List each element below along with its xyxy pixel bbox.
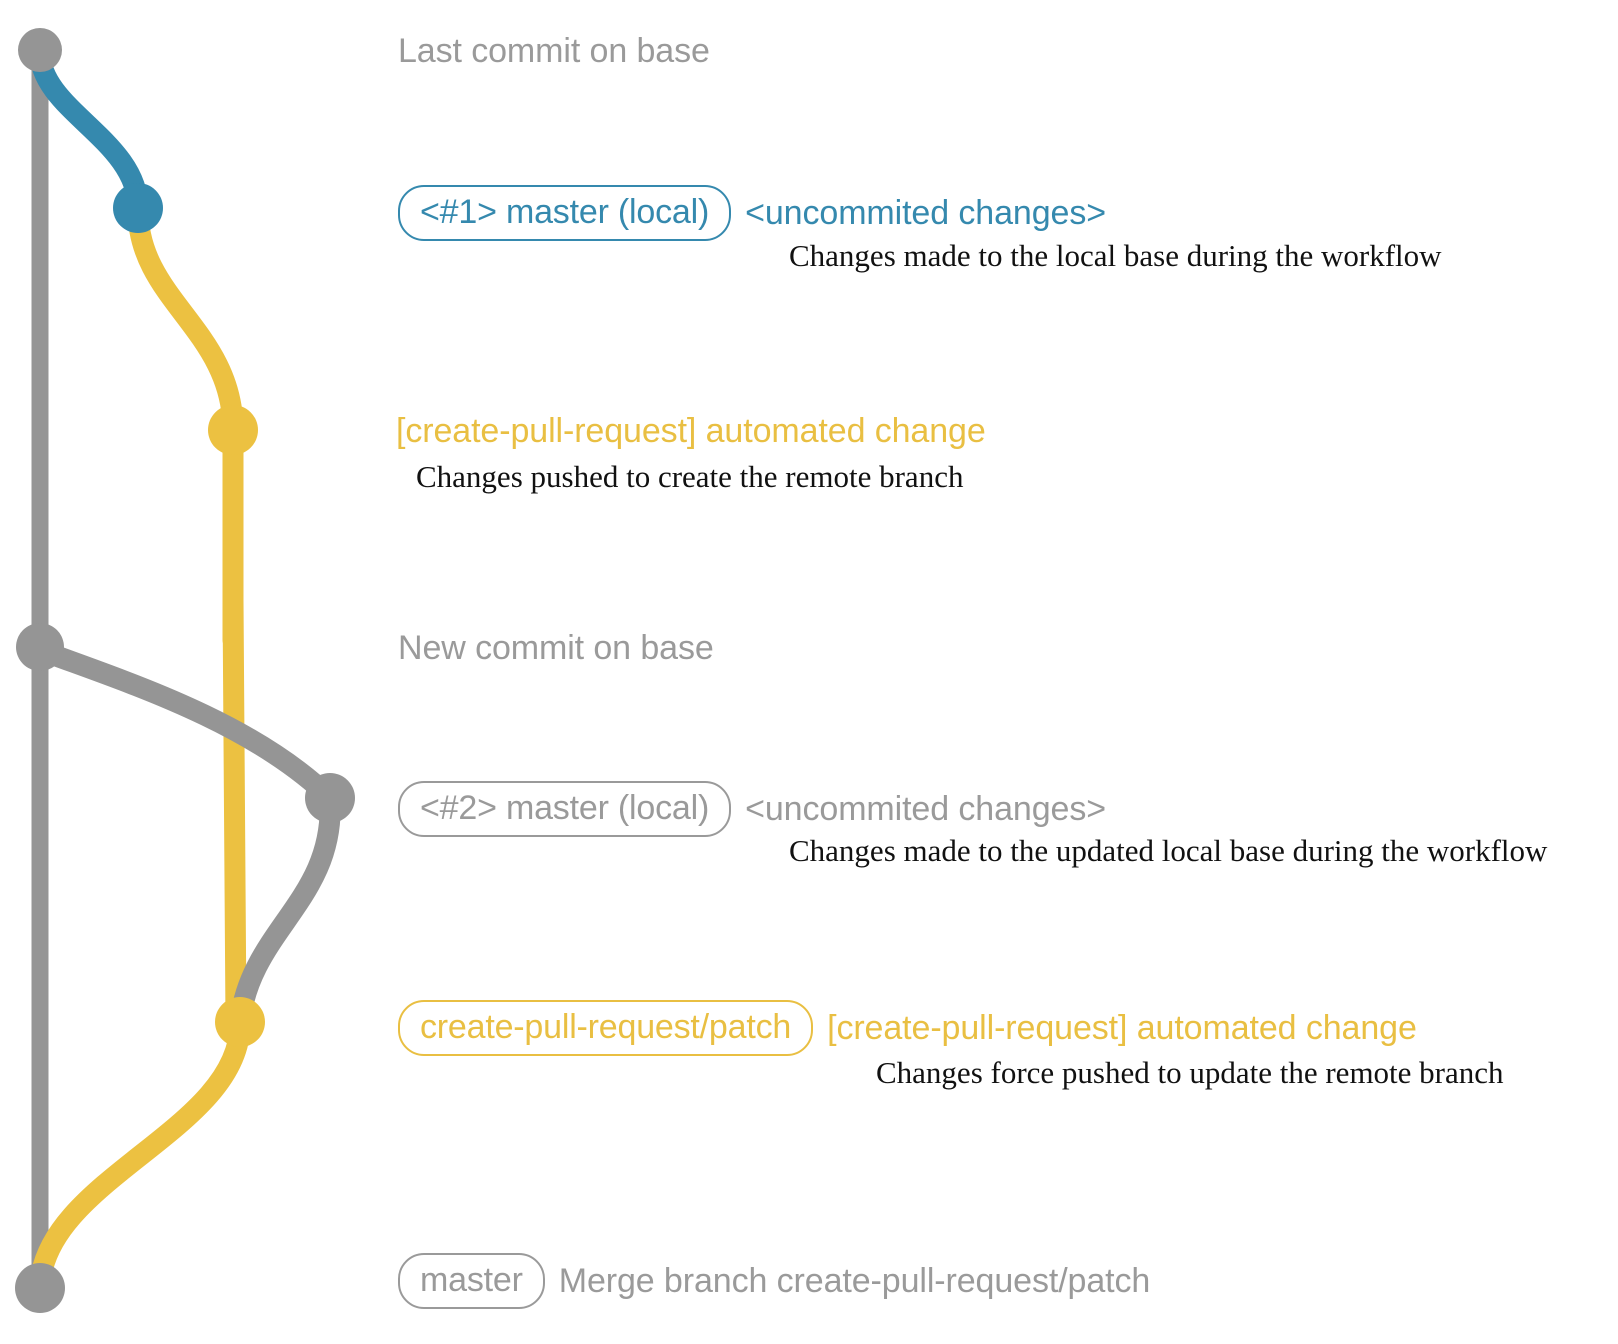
commit-subject-patch-2: [create-pull-request] automated change — [827, 1009, 1417, 1047]
commit-row-local-1: <#1> master (local) <uncommited changes> — [398, 185, 1106, 241]
commit-row-merge: master Merge branch create-pull-request/… — [398, 1253, 1150, 1309]
ref-badge-local-1[interactable]: <#1> master (local) — [398, 185, 732, 241]
commit-subject-local-2: <uncommited changes> — [745, 790, 1107, 828]
commit-note-patch-2: Changes force pushed to update the remot… — [876, 1055, 1504, 1090]
commit-subject-local-1: <uncommited changes> — [745, 194, 1107, 232]
commit-note-local-1: Changes made to the local base during th… — [789, 238, 1442, 273]
commit-note-local-2: Changes made to the updated local base d… — [789, 833, 1548, 868]
commit-row-local-2: <#2> master (local) <uncommited changes> — [398, 781, 1106, 837]
commit-note-patch-1: Changes pushed to create the remote bran… — [416, 459, 964, 494]
ref-badge-patch-2[interactable]: create-pull-request/patch — [398, 1000, 814, 1056]
commit-subject-merge: Merge branch create-pull-request/patch — [558, 1262, 1151, 1300]
commit-row-patch-2: create-pull-request/patch [create-pull-r… — [398, 1000, 1417, 1056]
commit-subject-new-commit-on-base: New commit on base — [398, 629, 714, 667]
commit-subject-patch-1: [create-pull-request] automated change — [396, 412, 986, 450]
ref-badge-merge[interactable]: master — [398, 1253, 545, 1309]
commit-subject-last-commit-on-base: Last commit on base — [398, 32, 710, 70]
ref-badge-local-2[interactable]: <#2> master (local) — [398, 781, 732, 837]
